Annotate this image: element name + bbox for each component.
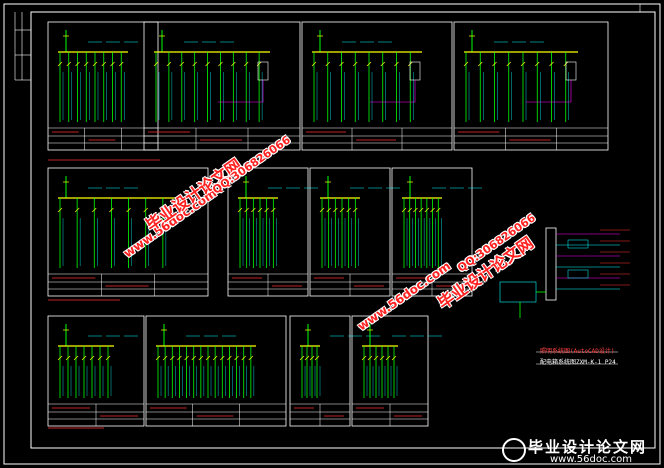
- logo-url: www.56doc.com: [550, 454, 633, 465]
- inner-frame: [30, 11, 656, 449]
- logo-text: 毕业设计论文网: [528, 438, 648, 456]
- drawing-caption-title: 照明系统图(AutoCAD设计): [540, 348, 615, 355]
- drawing-caption-subtitle: 配电箱系统图ZXM-K-1 P24: [540, 359, 616, 366]
- outer-frame: [3, 3, 661, 465]
- logo-mark-icon: [502, 438, 526, 462]
- site-logo: 毕业设计论文网 www.56doc.com: [498, 436, 664, 468]
